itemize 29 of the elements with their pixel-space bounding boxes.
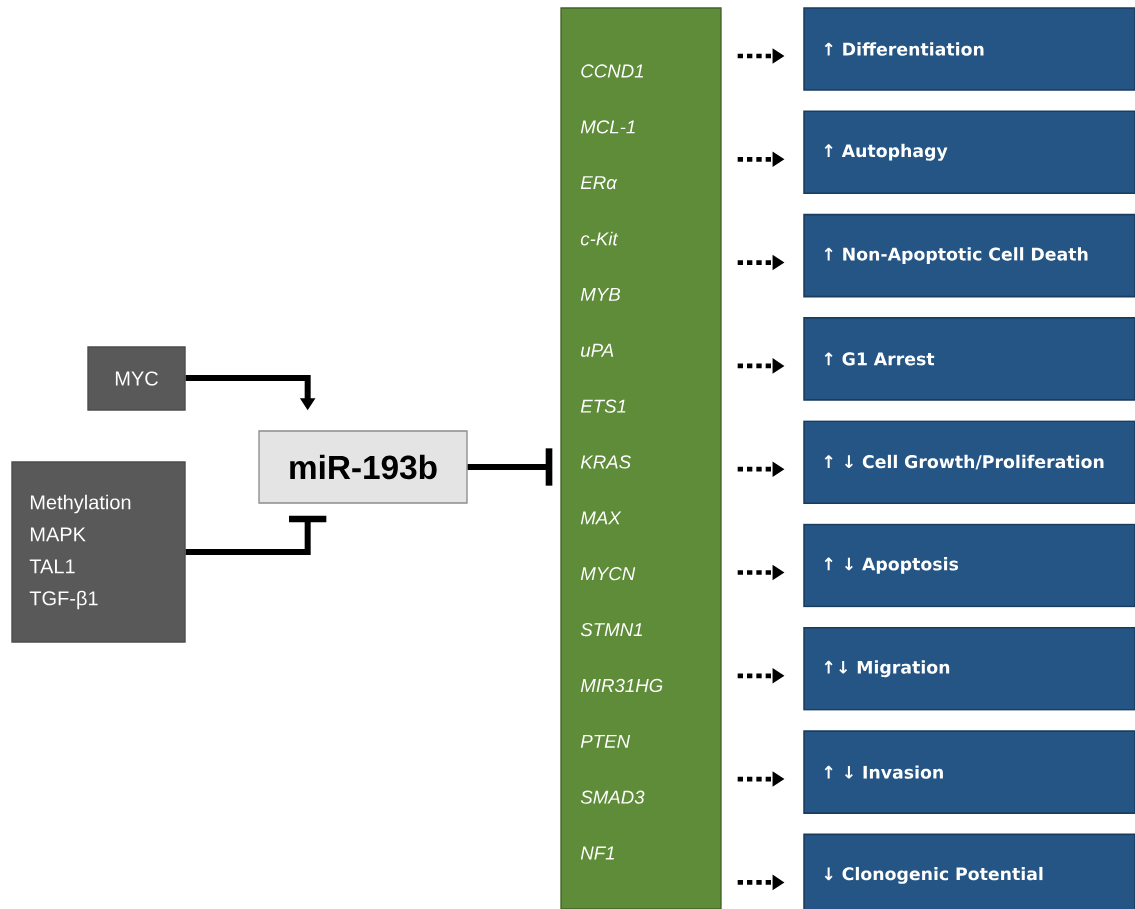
outcome-box: ↑ ↓ Invasion — [803, 730, 1135, 814]
gene-name: MCL-1 — [580, 120, 635, 134]
outcome-box: ↓ Clonogenic Potential — [803, 833, 1135, 909]
inhibition-line — [185, 515, 327, 555]
gene-name: KRAS — [580, 455, 631, 469]
gene-name: c-Kit — [580, 231, 619, 246]
mirna-box: miR-193b — [258, 430, 468, 504]
gene-name: CCND1 — [581, 64, 643, 78]
outcome-box: ↑ ↓ Cell Growth/Proliferation — [803, 420, 1135, 504]
gene-name: MYB — [580, 288, 621, 301]
gene-name: MIR31HG — [580, 678, 663, 693]
gene-name: MYCN — [580, 567, 636, 581]
gene-name: PTEN — [580, 734, 631, 748]
gene-name: NF1 — [580, 846, 614, 860]
gene-name: SMAD3 — [580, 790, 645, 804]
outcome-box: ↑ Autophagy — [803, 110, 1135, 195]
gene-name: ERα — [580, 176, 618, 190]
regulator-box: Methylation MAPK TAL1 TGF-β1 — [11, 461, 186, 643]
outcome-box: ↑ G1 Arrest — [803, 317, 1135, 401]
regulator-box: MYC — [87, 346, 186, 411]
gene-name: STMN1 — [580, 622, 642, 637]
outcome-box: ↑ Non-Apoptotic Cell Death — [803, 213, 1135, 298]
outcome-box: ↑↓ Migration — [803, 627, 1135, 711]
outcome-box: ↑ ↓ Apoptosis — [803, 523, 1135, 608]
gene-name: MAX — [580, 511, 622, 525]
inhibition-line — [467, 448, 553, 486]
outcome-box: ↑ Differentiation — [803, 7, 1135, 91]
gene-name: ETS1 — [580, 399, 626, 413]
gene-name: uPA — [581, 343, 614, 357]
